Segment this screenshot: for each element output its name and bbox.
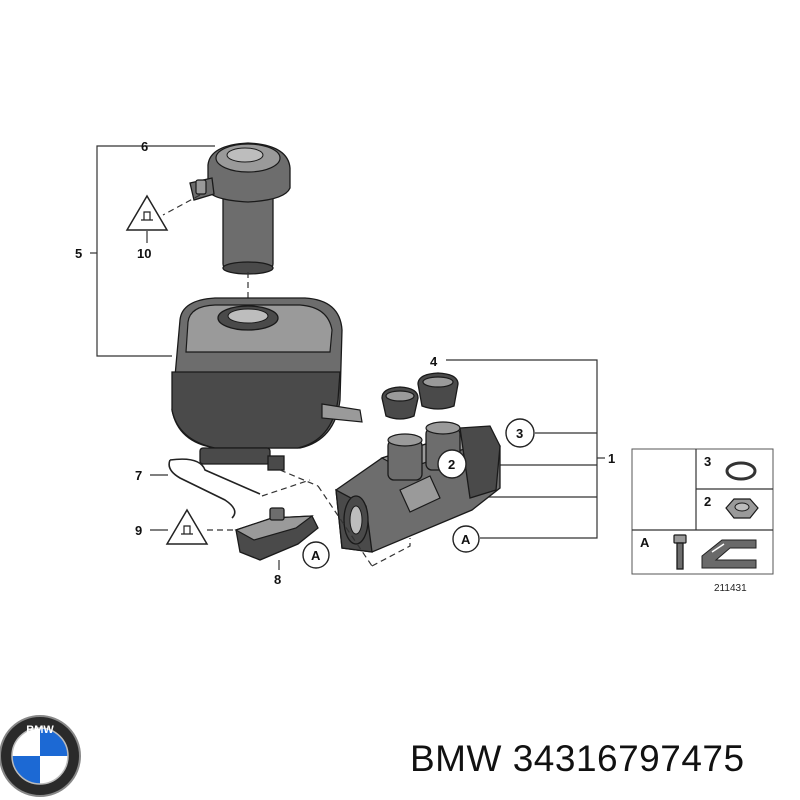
legend-label-3: 3 [704,454,711,469]
callout-5: 5 [75,246,82,261]
legend-label-2: 2 [704,494,711,509]
diagram-number: 211431 [714,583,747,594]
callout-7: 7 [135,468,142,483]
callout-a-sensor: A [311,548,321,563]
footer-brand-part-number: BMW 34316797475 [410,738,745,780]
arrow-wedge-icon [701,539,757,569]
callout-10: 10 [137,246,151,261]
callout-2: 2 [448,457,455,472]
logo-ring-text: BMW [26,724,54,736]
callout-circle-a-sensor [302,541,330,569]
bolt-icon [673,534,687,570]
seal-grommets [381,372,459,420]
level-sensor [234,507,319,570]
warning-triangle-10 [125,194,169,243]
retaining-clip [150,458,311,519]
reservoir-cap [162,142,291,275]
callout-3: 3 [516,426,523,441]
callout-1: 1 [608,451,615,466]
callout-6: 6 [141,139,148,154]
brake-fluid-reservoir [171,297,363,487]
callout-circle-2 [437,449,467,479]
bmw-logo: BMW [0,715,81,797]
callout-8: 8 [274,572,281,587]
footer-part-number: 34316797475 [512,738,745,779]
callout-a-cylinder: A [461,532,471,547]
footer-brand: BMW [410,738,502,779]
legend-label-a: A [640,535,650,550]
nut-icon [725,498,759,519]
callout-circle-3 [505,418,535,448]
callout-4: 4 [430,354,438,369]
warning-triangle-9 [150,508,234,545]
callout-circle-a-cylinder [452,525,480,553]
o-ring-icon [725,461,757,481]
legend-box: 3 2 A 211431 [631,448,774,594]
bracket-5 [90,145,215,357]
callout-9: 9 [135,523,142,538]
